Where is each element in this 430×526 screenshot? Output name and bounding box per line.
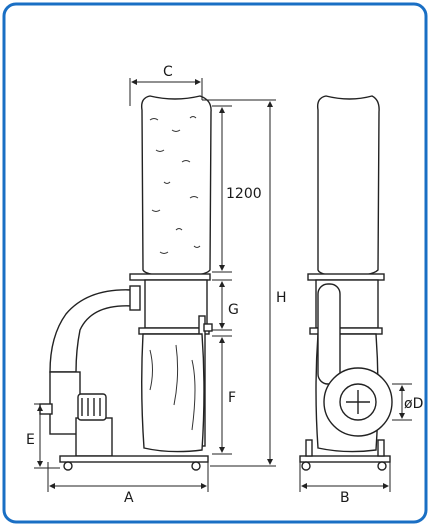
dim-label-1200: 1200 — [226, 186, 262, 202]
front-motor — [77, 393, 107, 421]
front-elbow-flange — [129, 285, 141, 311]
side-upper-ring — [307, 273, 385, 281]
front-elbow — [49, 289, 133, 373]
dim-label-e: E — [26, 432, 35, 448]
front-caster-left — [63, 461, 73, 471]
front-inlet — [39, 403, 53, 415]
side-caster-right — [377, 461, 387, 471]
side-base — [299, 455, 391, 463]
side-filter-bag — [316, 95, 380, 277]
dim-label-c: C — [163, 64, 173, 80]
front-caster-right — [191, 461, 201, 471]
dim-label-b: B — [340, 490, 350, 506]
dimension-lines — [34, 78, 412, 492]
front-blower — [49, 371, 81, 435]
front-motor-base — [75, 417, 113, 457]
side-caster-left — [301, 461, 311, 471]
dim-label-h: H — [276, 290, 287, 306]
front-housing — [144, 279, 208, 329]
front-upper-ring — [129, 273, 211, 281]
side-view — [299, 95, 393, 471]
dim-label-d: øD — [404, 396, 423, 412]
dim-label-a: A — [124, 490, 134, 506]
dim-label-g: G — [228, 302, 239, 318]
front-view — [39, 95, 213, 471]
front-bracket-tab — [203, 323, 213, 332]
front-collection-bag — [141, 333, 205, 453]
front-filter-bag — [140, 95, 212, 277]
front-base — [59, 455, 209, 463]
side-duct — [317, 283, 341, 385]
dim-label-f: F — [228, 390, 236, 406]
